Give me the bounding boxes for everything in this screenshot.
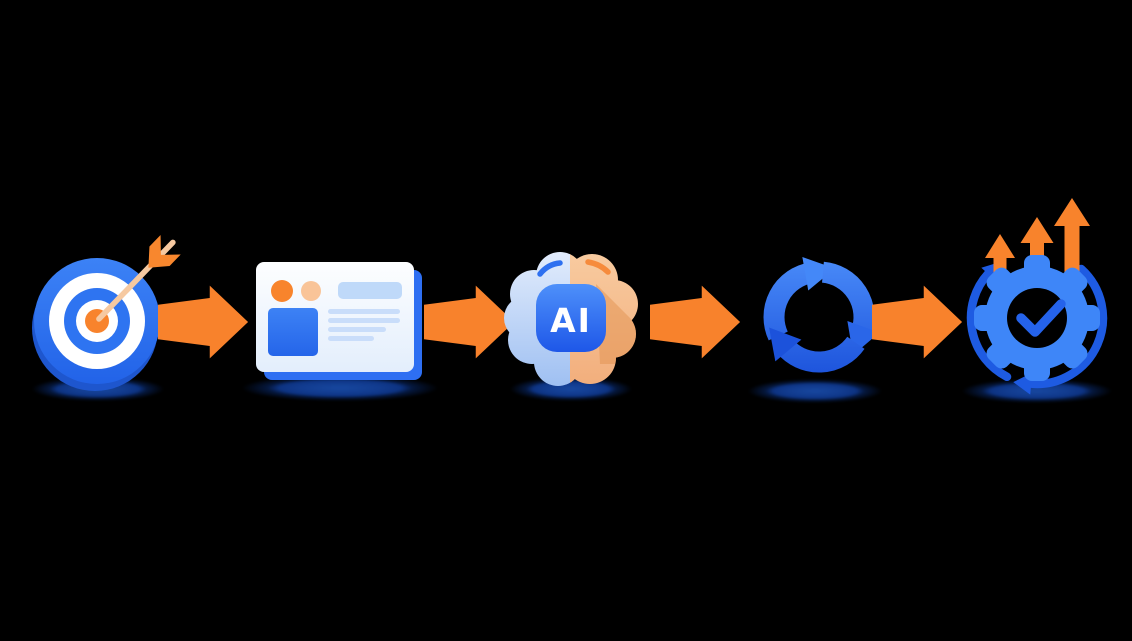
ai-brain-icon: AI: [504, 252, 638, 386]
content-text-lines: [328, 309, 400, 341]
window-dot-light: [301, 281, 321, 301]
ai-badge-label: AI: [550, 301, 592, 340]
browser-window-icon: [256, 262, 422, 380]
brain-fold-right: [585, 259, 611, 275]
bullseye-dart-icon: [32, 235, 181, 391]
gear-check-growth-icon: [966, 198, 1108, 395]
header-bar: [338, 282, 402, 299]
right-arrow-icon: [424, 285, 515, 359]
shadow-ellipse: [748, 379, 882, 403]
checkmark-icon: [1016, 299, 1066, 337]
dart-icon: [96, 235, 181, 322]
right-arrow-icon: [650, 285, 741, 359]
cycle-arm-bottom: [769, 327, 865, 373]
right-arrow-icon: [158, 285, 249, 359]
content-image-block: [268, 308, 318, 356]
window-dot-orange: [271, 280, 293, 302]
cycle-arm-top: [763, 257, 835, 341]
cycle-arrows-icon: [763, 257, 880, 373]
gear-icon: [974, 255, 1100, 381]
growth-arrow-tall: [1054, 198, 1090, 320]
ai-badge: [536, 284, 606, 352]
gear-hole: [1007, 288, 1067, 348]
right-arrow-icon: [872, 285, 963, 359]
brain-fold-left: [537, 260, 563, 277]
badge-cast-shadow: [596, 284, 638, 364]
